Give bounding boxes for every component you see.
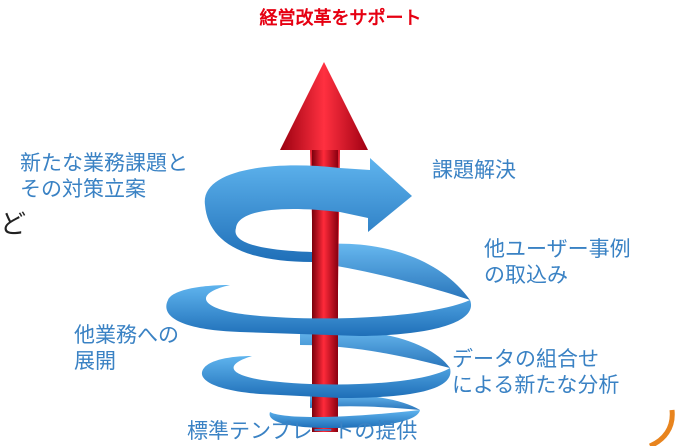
corner-accent	[648, 409, 675, 446]
label-new-issues-line1: 新たな業務課題と	[20, 151, 188, 175]
label-expand: 他業務への 展開	[74, 322, 179, 374]
label-template: 標準テンプレートの提供	[187, 419, 418, 443]
spiral-ribbon-front	[166, 158, 472, 428]
label-data-combo: データの組合せ による新たな分析	[452, 346, 619, 398]
label-new-issues: 新たな業務課題と その対策立案	[20, 150, 188, 202]
label-other-users-line1: 他ユーザー事例	[484, 237, 631, 261]
label-other-users: 他ユーザー事例 の取込み	[484, 236, 631, 288]
label-data-combo-line1: データの組合せ	[452, 347, 599, 371]
label-other-users-line2: の取込み	[484, 263, 568, 287]
label-new-issues-line2: その対策立案	[20, 177, 146, 201]
cut-off-text: ど	[0, 210, 27, 240]
diagram-title: 経営改革をサポート	[259, 8, 422, 29]
label-solve: 課題解決	[432, 158, 516, 182]
label-data-combo-line2: による新たな分析	[452, 373, 620, 397]
label-expand-line2: 展開	[74, 349, 116, 373]
label-expand-line1: 他業務への	[74, 323, 179, 347]
